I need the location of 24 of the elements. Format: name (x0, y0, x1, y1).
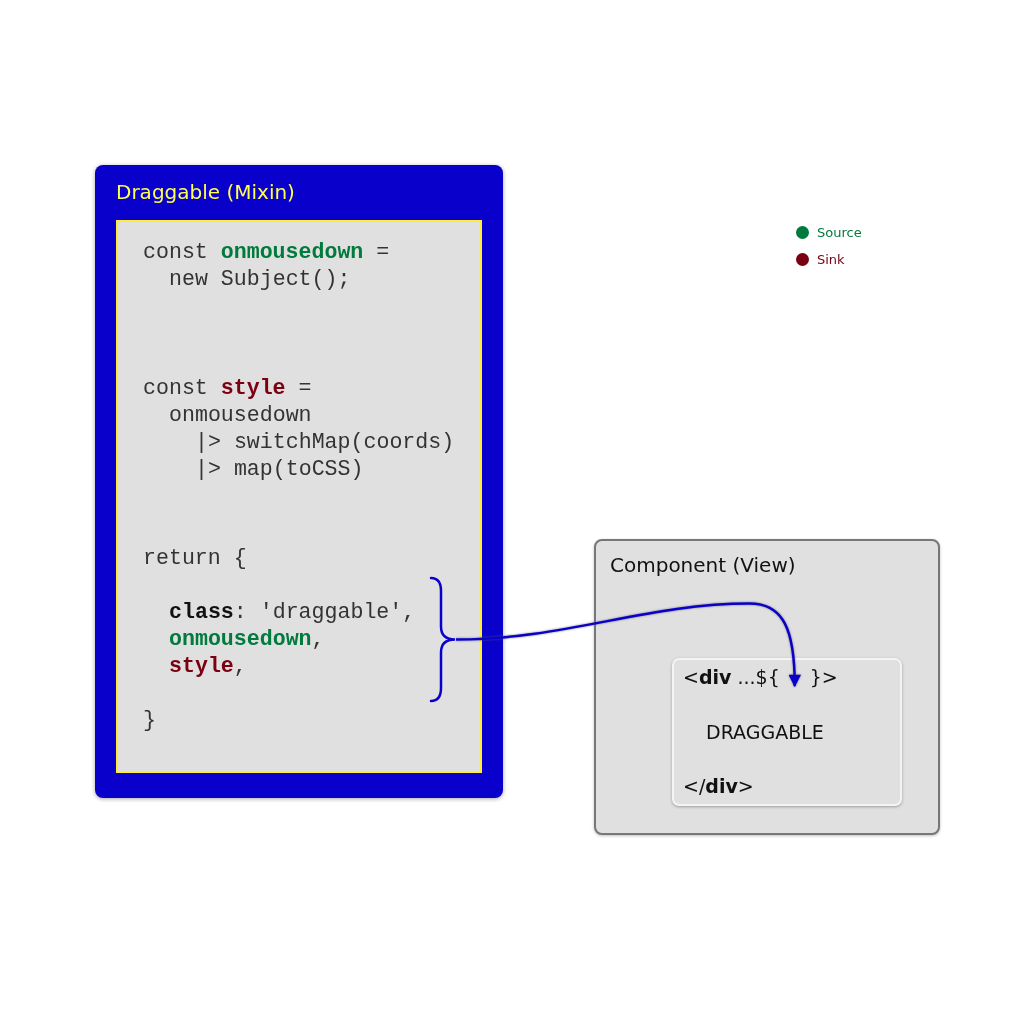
code-line: const style = (143, 375, 312, 402)
tag-text: <div ...${ }> (683, 665, 838, 689)
code-line: return { (143, 545, 247, 572)
code-line: } (143, 707, 156, 734)
element-card (672, 658, 902, 806)
code-line: style, (169, 653, 247, 680)
code-line: class: 'draggable', (169, 599, 416, 626)
code-line: |> switchMap(coords) (195, 429, 455, 456)
code-line: onmousedown, (169, 626, 325, 653)
curly-brace (428, 576, 456, 703)
panel-title: Component (View) (610, 552, 796, 578)
legend-label: Source (817, 224, 862, 240)
code-line: |> map(toCSS) (195, 456, 364, 483)
panel-title: Draggable (Mixin) (116, 179, 295, 205)
component-panel (594, 539, 940, 835)
markup-text: </div> (683, 774, 754, 798)
code-line: onmousedown (169, 402, 312, 429)
connector-arrow (455, 602, 801, 688)
code-line: const onmousedown = (143, 239, 390, 266)
code-line: new Subject(); (169, 266, 351, 293)
code-panel (116, 220, 482, 773)
container-panel (95, 165, 503, 798)
markup-text: DRAGGABLE (706, 720, 824, 744)
legend-label: Sink (817, 251, 845, 267)
